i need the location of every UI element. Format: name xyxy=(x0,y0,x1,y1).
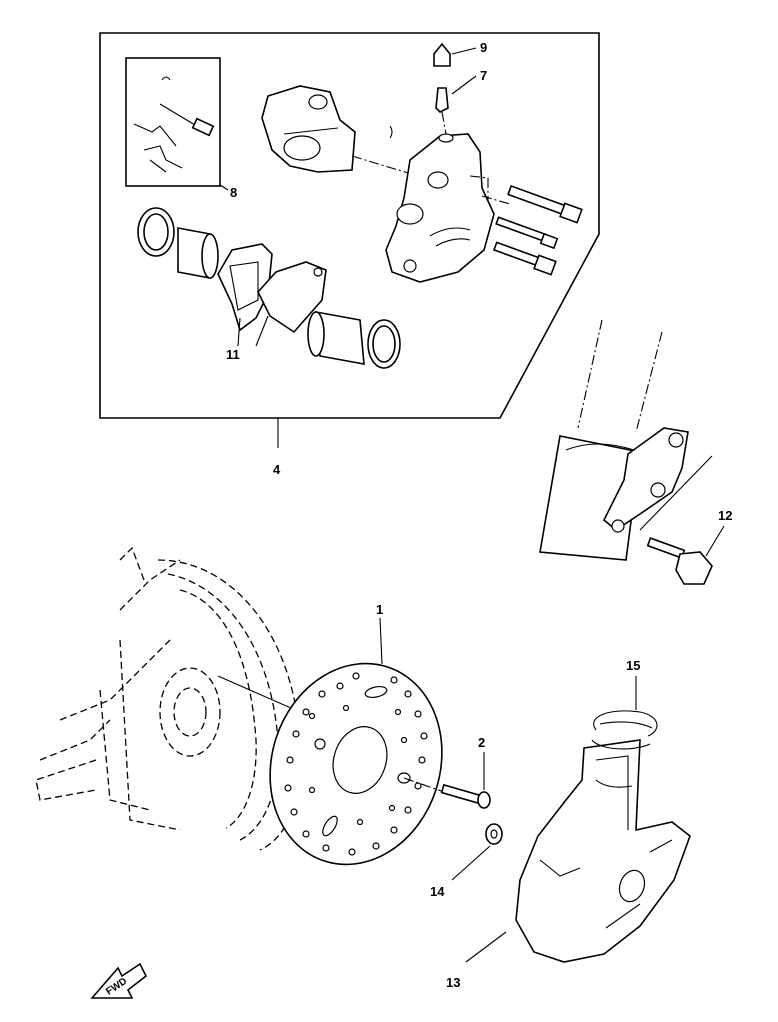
wheel-hub xyxy=(35,546,302,851)
bleed-screw xyxy=(435,87,449,113)
callout-7: 7 xyxy=(480,68,487,83)
washer xyxy=(485,823,503,845)
callout-11: 11 xyxy=(226,347,240,362)
caliper-body xyxy=(385,133,495,283)
callout-15: 15 xyxy=(626,658,640,673)
fork-leg xyxy=(539,319,713,561)
callout-4: 4 xyxy=(273,462,281,477)
callout-2: 2 xyxy=(478,735,485,750)
forward-arrow-icon: FWD xyxy=(90,962,148,999)
callout-1: 1 xyxy=(376,602,383,617)
brake-pads xyxy=(217,243,327,334)
callout-8: 8 xyxy=(230,185,237,200)
caliper-pistons xyxy=(137,207,401,369)
disc-bolt xyxy=(440,783,491,809)
caliper-assembly-group xyxy=(99,32,600,419)
caliper-mount-bolt xyxy=(646,537,713,585)
brake-disc xyxy=(269,662,443,866)
callout-9: 9 xyxy=(480,40,487,55)
callout-13: 13 xyxy=(446,975,460,990)
bleed-cap xyxy=(433,42,451,67)
disc-cover xyxy=(515,739,691,963)
callout-14: 14 xyxy=(430,884,445,899)
seal-kit-inset-frame xyxy=(125,57,221,187)
caliper-assembly-frame xyxy=(99,32,600,419)
retaining-clip xyxy=(591,710,658,750)
callout-12: 12 xyxy=(718,508,732,523)
seal-kit-inset xyxy=(125,57,221,187)
caliper-bolts xyxy=(492,184,583,276)
caliper-bracket xyxy=(261,85,356,173)
